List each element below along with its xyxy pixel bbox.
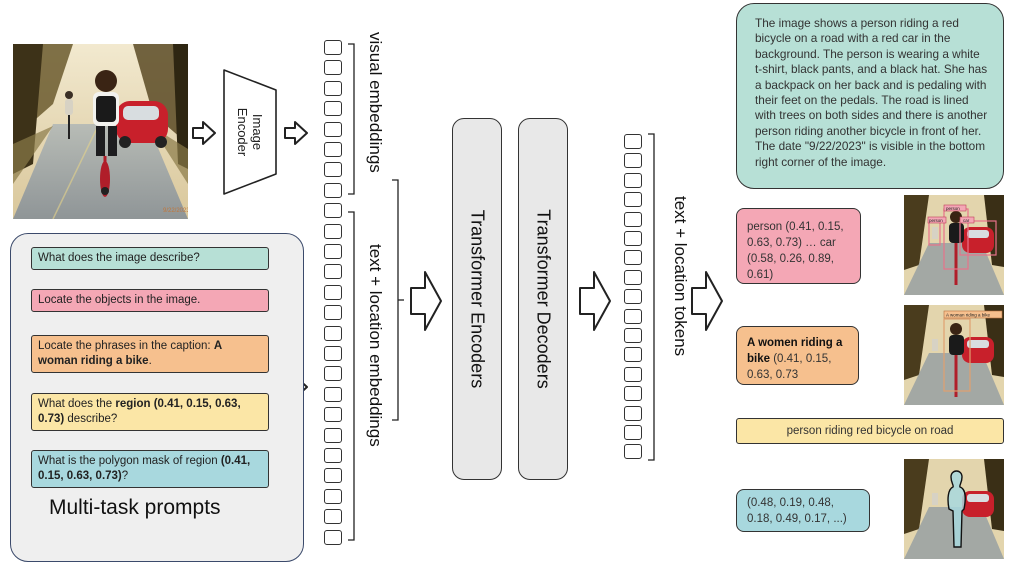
output-caption: The image shows a person riding a red bi…: [736, 3, 1004, 189]
arrow-image-to-encoder: [191, 120, 217, 146]
arrow-to-transformer-encoders: [409, 270, 443, 332]
token-box: [324, 509, 342, 525]
transformer-encoders-block: Transformer Encoders: [452, 118, 502, 480]
output-tokens-bracket: [648, 133, 655, 461]
prompt-text-run: Locate the phrases in the caption:: [38, 340, 214, 352]
prompt-polygon-mask: What is the polygon mask of region (0.41…: [31, 450, 269, 488]
text-location-tokens-label: text + location tokens: [671, 196, 690, 357]
token-box: [624, 444, 642, 460]
token-box: [324, 325, 342, 341]
token-box: [624, 405, 642, 421]
token-box: [624, 289, 642, 305]
text-location-embeddings-label: text + location embeddings: [366, 244, 385, 447]
segmentation-thumbnail: [904, 459, 1004, 559]
output-grounding: A women riding a bike (0.41, 0.15, 0.63,…: [736, 326, 859, 385]
arrow-to-outputs: [690, 270, 724, 332]
grounding-thumbnail: A woman riding a bike: [904, 305, 1004, 405]
output-grounding-box: (0.41, 0.15, 0.63, 0.73: [747, 353, 832, 381]
token-box: [324, 284, 342, 300]
encoder-label-line2: Encoder: [235, 107, 250, 157]
output-grounding-phrase: A women riding a bike: [747, 337, 843, 365]
input-image: 9/22/2023: [13, 44, 188, 219]
token-box: [324, 264, 342, 280]
token-box: [324, 488, 342, 504]
token-box: [624, 134, 642, 149]
transformer-decoders-block: Transformer Decoders: [518, 118, 568, 480]
token-box: [324, 80, 342, 96]
token-box: [324, 244, 342, 259]
token-box: [324, 142, 342, 157]
token-box: [324, 223, 342, 239]
output-detection: person (0.41, 0.15, 0.63, 0.73) … car (0…: [736, 208, 861, 284]
prompt-region-caption: What does the region (0.41, 0.15, 0.63, …: [31, 393, 269, 431]
token-box: [324, 121, 342, 137]
multi-task-prompts-panel: What does the image describe? Locate the…: [10, 233, 304, 562]
token-box: [624, 386, 642, 402]
token-box: [324, 407, 342, 423]
token-box: [624, 211, 642, 227]
prompt-caption: What does the image describe?: [31, 247, 269, 270]
embedding-brackets: [348, 43, 404, 541]
token-box: [324, 101, 342, 117]
token-box: [624, 192, 642, 208]
prompt-text-run: ?: [121, 470, 129, 482]
token-box: [324, 346, 342, 361]
transformer-decoders-label: Transformer Decoders: [533, 209, 554, 389]
token-box: [324, 468, 342, 484]
token-box: [624, 172, 642, 188]
prompt-phrase-grounding: Locate the phrases in the caption: A wom…: [31, 335, 269, 373]
image-encoder: Image Encoder: [222, 68, 278, 196]
prompt-text-run: .: [148, 355, 152, 367]
token-box: [324, 366, 342, 382]
token-box: [324, 162, 342, 178]
visual-embeddings-label: visual embeddings: [366, 32, 385, 173]
arrow-encoder-to-embeddings: [283, 120, 309, 146]
token-box: [324, 386, 342, 402]
token-box: [624, 425, 642, 440]
transformer-encoders-label: Transformer Encoders: [467, 209, 488, 389]
token-box: [324, 305, 342, 321]
token-box: [624, 347, 642, 363]
det-box-label-person: person: [946, 206, 960, 211]
token-box: [624, 308, 642, 324]
token-box: [624, 231, 642, 246]
prompt-text-run: What does the: [38, 398, 116, 410]
token-box: [624, 269, 642, 285]
token-box: [324, 448, 342, 463]
output-segmentation: (0.48, 0.19, 0.48, 0.18, 0.49, 0.17, ...…: [736, 489, 870, 532]
prompt-detection: Locate the objects in the image.: [31, 289, 269, 312]
encoder-label-line1: Image: [250, 113, 265, 151]
arrow-to-output-tokens: [578, 270, 612, 332]
ground-box-label: A woman riding a bike: [946, 313, 991, 318]
svg-text:9/22/2023: 9/22/2023: [163, 208, 188, 214]
prompt-text-run: What does the image describe?: [38, 252, 200, 264]
prompt-text-run: What is the polygon mask of region: [38, 455, 221, 467]
token-box: [624, 250, 642, 266]
token-box: [624, 328, 642, 343]
token-box: [324, 427, 342, 443]
output-region-caption: person riding red bicycle on road: [736, 418, 1004, 444]
prompts-panel-title: Multi-task prompts: [49, 496, 221, 519]
token-box: [324, 40, 342, 55]
token-box: [324, 203, 342, 219]
prompt-text-run: Locate the objects in the image.: [38, 294, 201, 306]
prompt-text-run: A woman riding a bike: [38, 340, 222, 367]
prompt-text-run: region (0.41, 0.15, 0.63, 0.73): [38, 398, 241, 425]
det-box-label-person-2: person: [929, 218, 943, 223]
token-box: [324, 182, 342, 198]
det-box-label-car: car: [963, 218, 970, 223]
detection-thumbnail: person car person: [904, 195, 1004, 295]
prompt-text-run: (0.41, 0.15, 0.63, 0.73): [38, 455, 251, 482]
token-box: [324, 60, 342, 76]
prompt-text-run: describe?: [64, 413, 118, 425]
token-box: [324, 529, 342, 545]
token-box: [624, 153, 642, 169]
token-box: [624, 366, 642, 382]
